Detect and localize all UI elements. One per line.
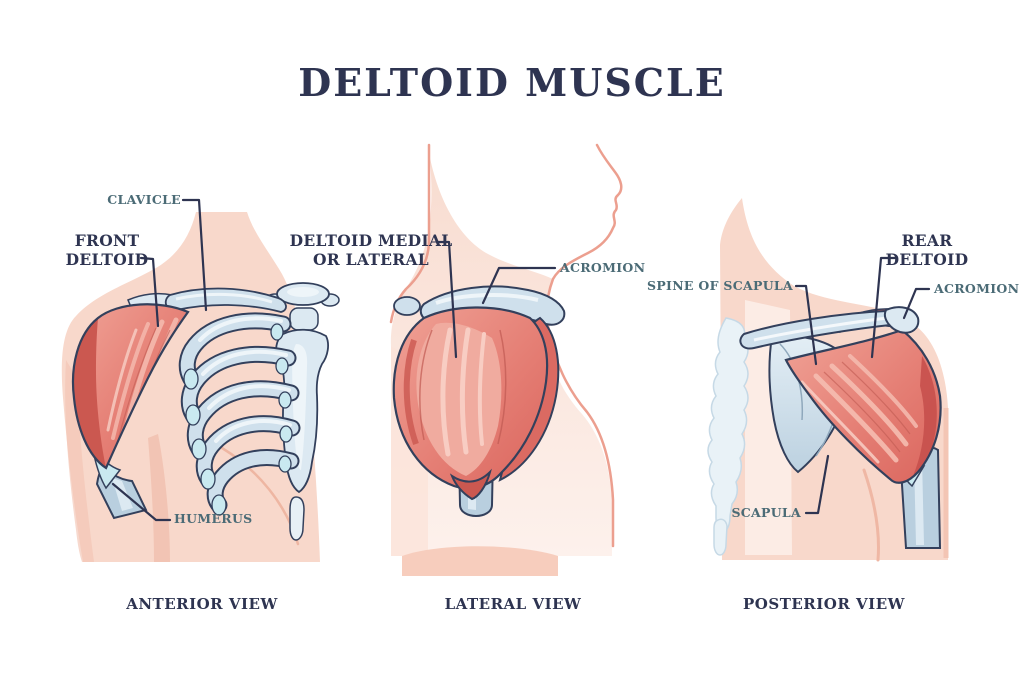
leader-line-rear-deltoid (870, 256, 898, 359)
leader-line-scapula (804, 454, 830, 515)
label-rear-deltoid: REAR DELTOID (885, 231, 969, 269)
caption-lateral-view: LATERAL VIEW (444, 595, 582, 613)
caption-anterior-view: ANTERIOR VIEW (126, 595, 278, 613)
label-acromion-posterior: ACROMION (934, 281, 1020, 296)
ribcage-bones (178, 312, 301, 516)
posterior-view-illustration (707, 198, 949, 562)
caption-posterior-view: POSTERIOR VIEW (743, 595, 905, 613)
leader-line-acromion-lateral (481, 266, 557, 305)
leader-line-humerus (111, 482, 172, 522)
label-front-deltoid: FRONT DELTOID (65, 231, 149, 269)
leader-line-acromion-posterior (902, 287, 931, 320)
costal-cartilage (183, 323, 293, 516)
label-spine-of-scapula: SPINE OF SCAPULA (647, 278, 793, 293)
label-acromion-lateral: ACROMION (560, 260, 646, 275)
leader-line-clavicle (181, 198, 208, 312)
vertebral-column-silhouette (707, 317, 749, 556)
leader-lines (111, 198, 931, 522)
label-humerus: HUMERUS (174, 511, 253, 526)
leader-line-front-deltoid (139, 256, 160, 328)
page-title: DELTOID MUSCLE (298, 60, 726, 105)
label-scapula: SCAPULA (731, 505, 801, 520)
acromion-bone (884, 306, 920, 334)
lateral-deltoid-muscle (392, 306, 560, 501)
leader-line-spine-of-scapula (794, 284, 818, 366)
anterior-view-illustration (61, 212, 340, 562)
label-deltoid-medial-or-lateral: DELTOID MEDIAL OR LATERAL (289, 231, 453, 269)
leader-line-deltoid-medial (435, 240, 458, 359)
lateral-view-illustration (389, 143, 623, 576)
label-clavicle: CLAVICLE (107, 192, 181, 207)
